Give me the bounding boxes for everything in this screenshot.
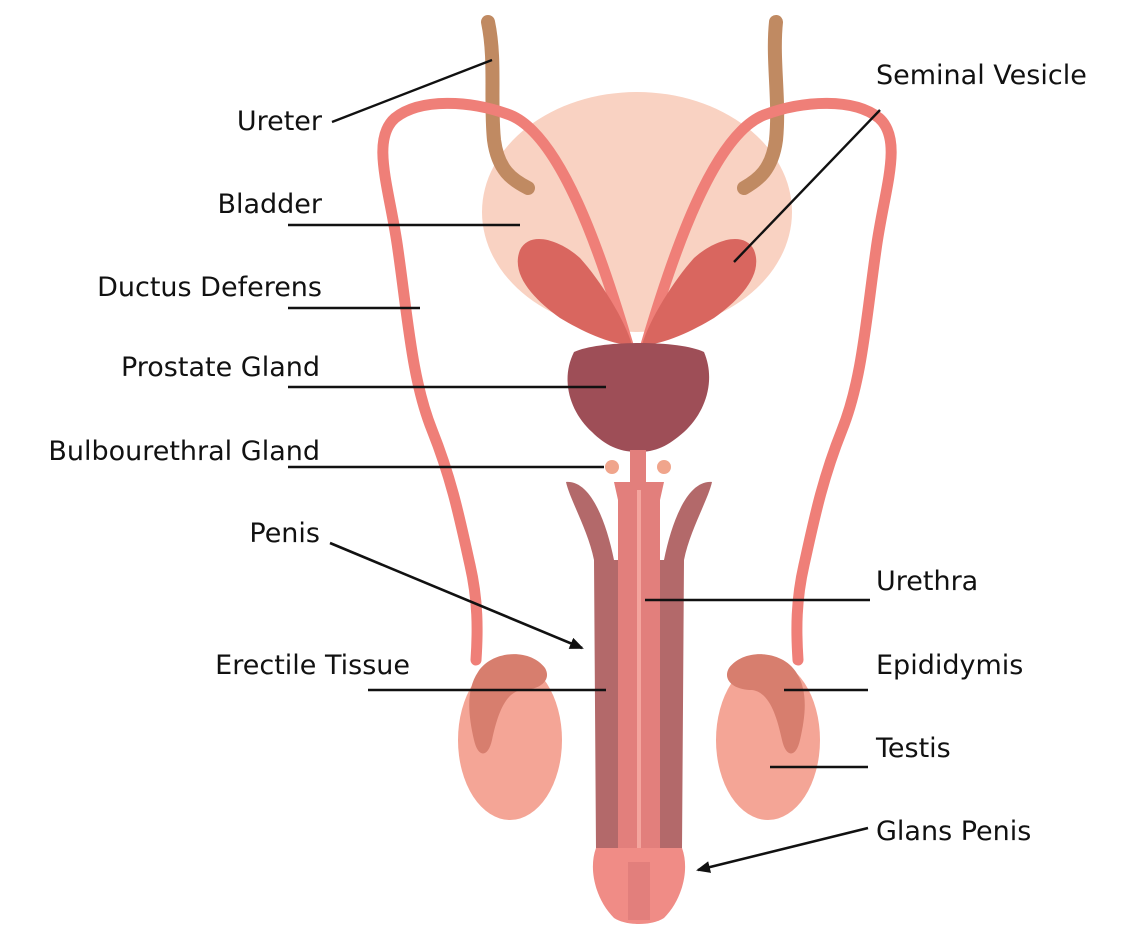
urethra-upper-shape <box>630 450 646 482</box>
label-bladder: Bladder <box>217 189 322 220</box>
label-glans-penis: Glans Penis <box>876 816 1031 847</box>
prostate-gland-shape <box>568 343 710 452</box>
label-bulbourethral-gland: Bulbourethral Gland <box>48 436 320 467</box>
arrow-penis <box>330 543 582 648</box>
glans-detail-shape <box>628 862 650 920</box>
label-urethra: Urethra <box>876 566 978 597</box>
label-testis: Testis <box>875 733 951 764</box>
label-ureter: Ureter <box>237 106 323 137</box>
label-erectile-tissue: Erectile Tissue <box>215 650 410 681</box>
label-penis: Penis <box>249 518 320 549</box>
bulbourethral-gland-right-shape <box>657 460 671 474</box>
label-seminal-vesicle: Seminal Vesicle <box>876 60 1087 91</box>
label-prostate-gland: Prostate Gland <box>121 352 320 383</box>
label-epididymis: Epididymis <box>876 650 1023 681</box>
label-ductus-deferens: Ductus Deferens <box>97 272 322 303</box>
bulbourethral-gland-left-shape <box>605 460 619 474</box>
arrow-glans-penis <box>698 828 868 870</box>
